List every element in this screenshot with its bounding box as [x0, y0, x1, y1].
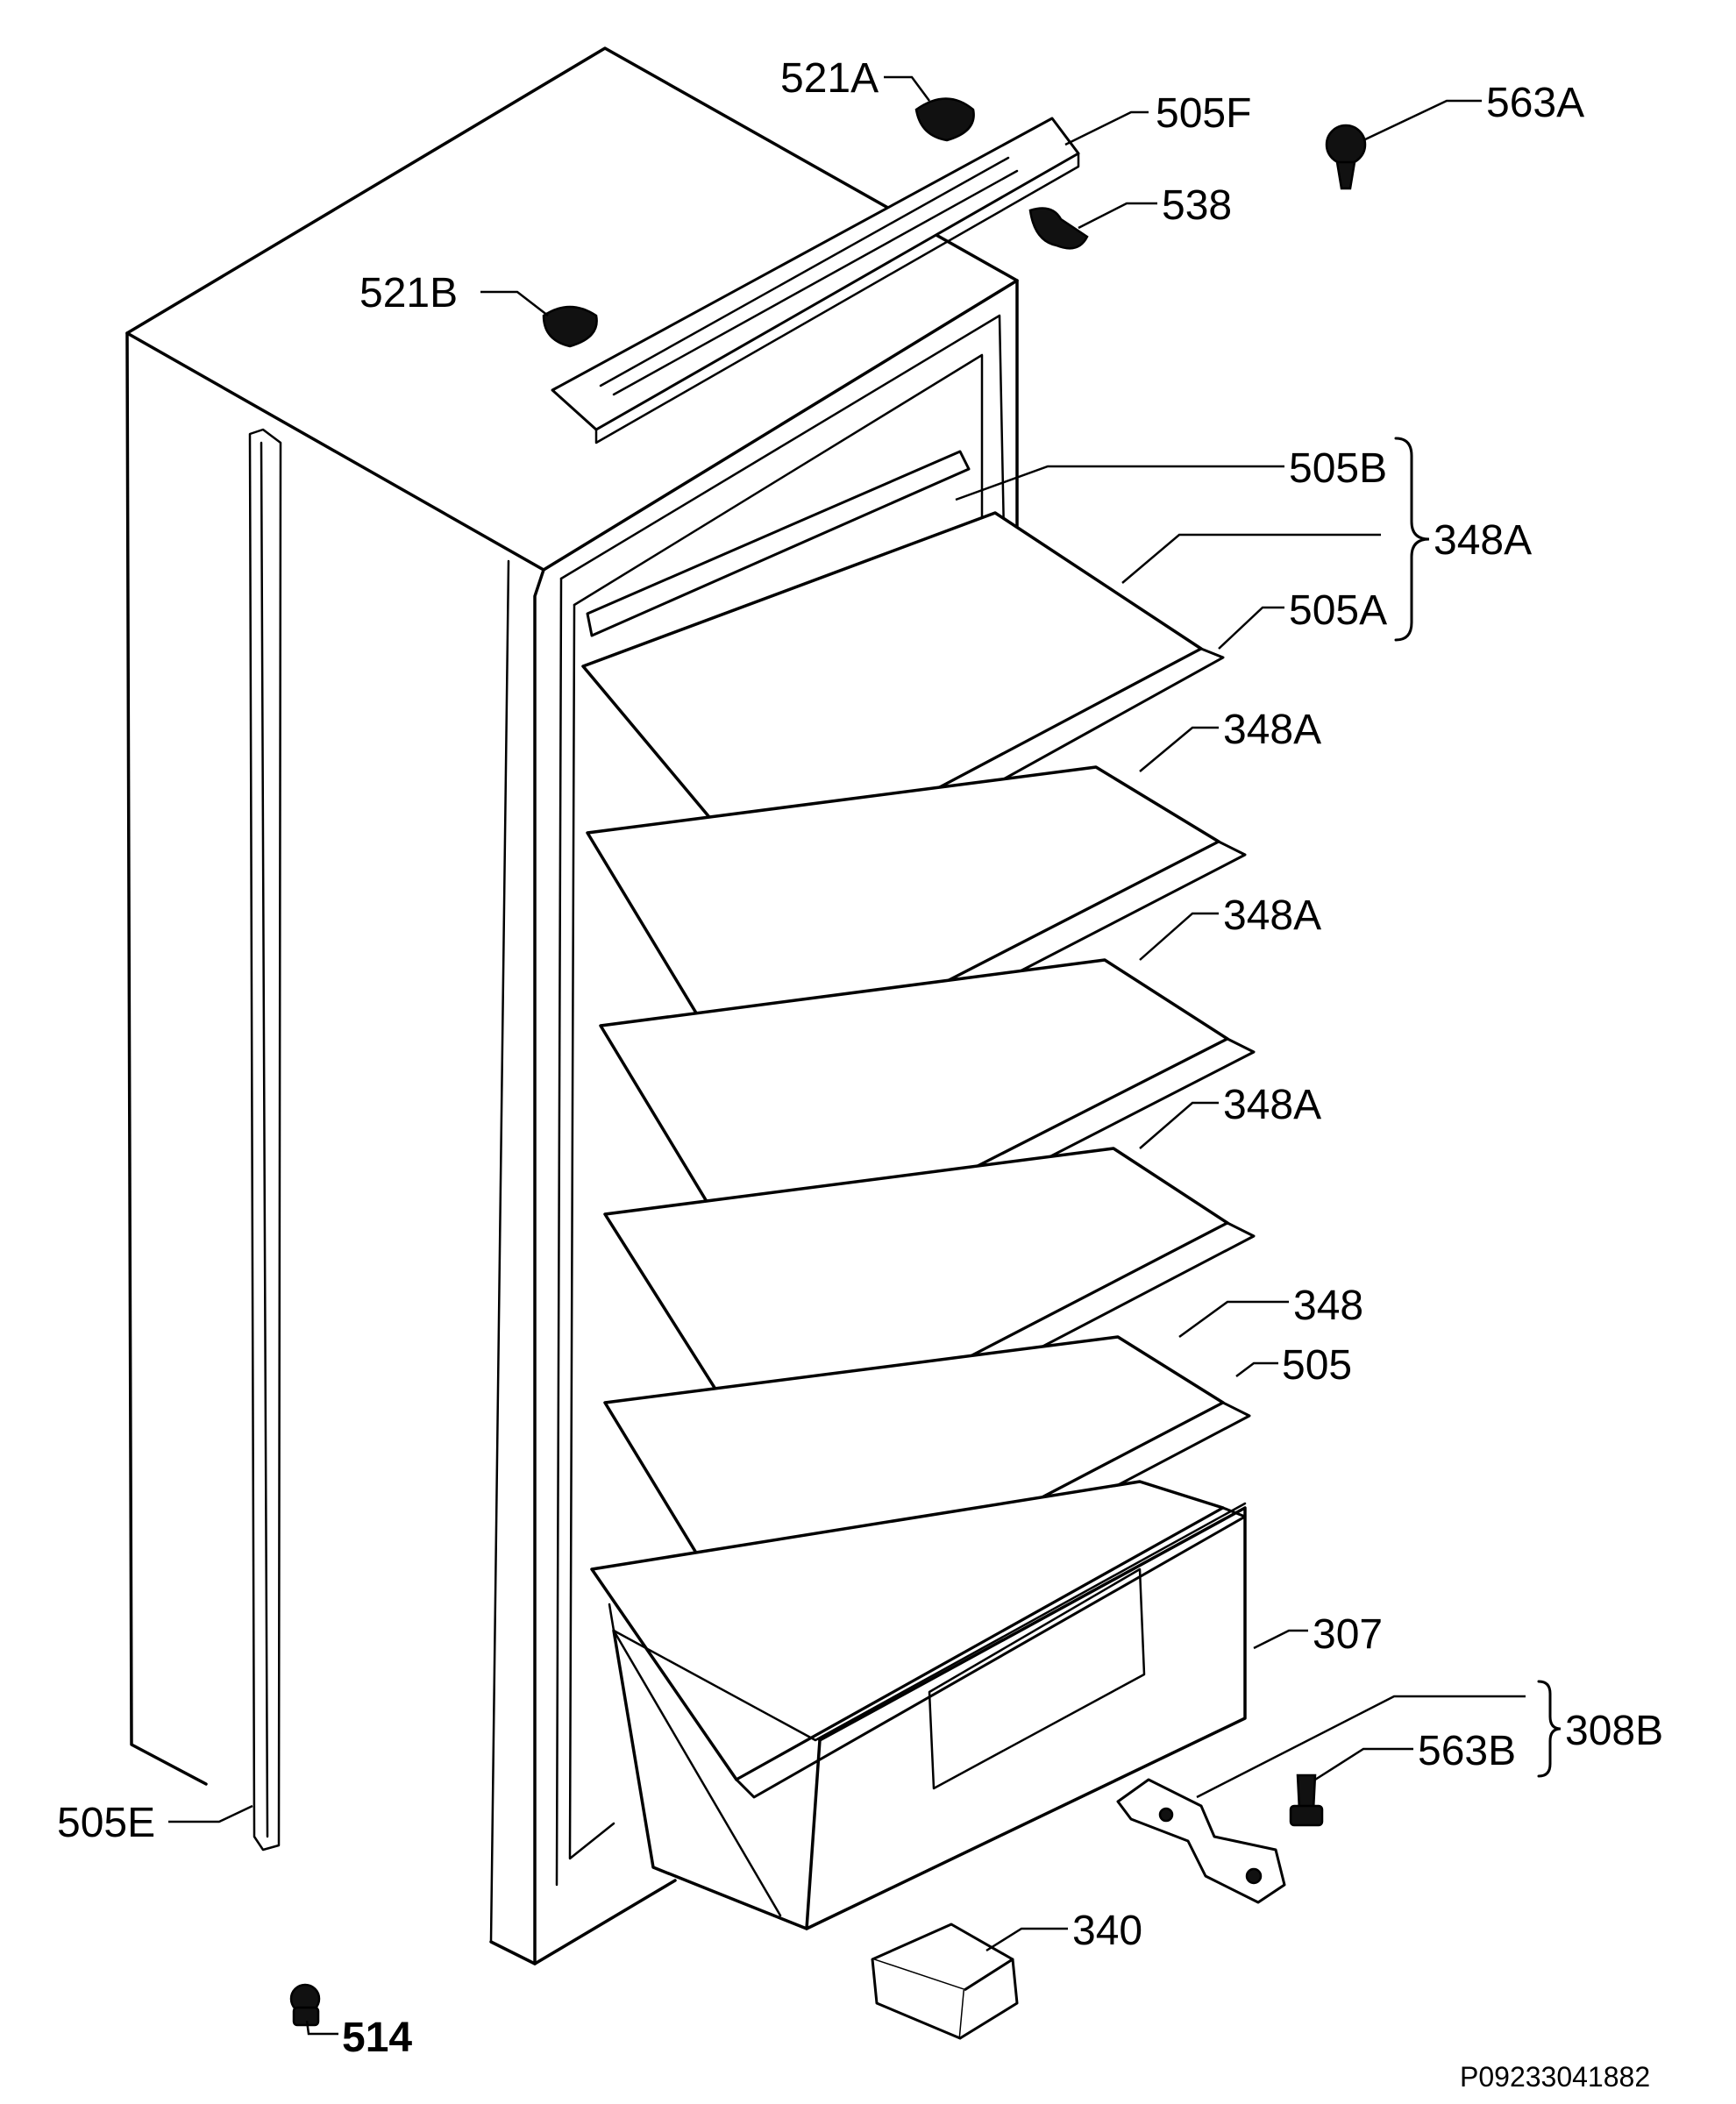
label-348a-3: 348A [1223, 1082, 1321, 1128]
label-505: 505 [1282, 1342, 1352, 1389]
hinge-cover-521b [542, 305, 598, 348]
label-340: 340 [1072, 1908, 1142, 1954]
hinge-pin-538 [1028, 207, 1089, 250]
label-505a: 505A [1289, 587, 1387, 634]
shelf-top [581, 450, 1225, 905]
screw-563b [1289, 1773, 1324, 1827]
hinge-cover-521a [914, 97, 975, 142]
drawing-code: P09233041882 [1460, 2061, 1650, 2093]
label-348a-2: 348A [1223, 892, 1321, 939]
label-505e: 505E [57, 1800, 155, 1846]
bracket-308b [1537, 1680, 1562, 1778]
part-labels: 521A 505F 563A 538 521B 505B 348A 505A 3… [57, 55, 1663, 2061]
label-348: 348 [1293, 1283, 1363, 1329]
bracket-348a [1394, 437, 1430, 642]
label-307: 307 [1313, 1611, 1383, 1658]
label-505f: 505F [1156, 90, 1251, 137]
screw-563a [1325, 124, 1367, 190]
door-seal-strip [248, 428, 282, 1852]
box-340 [871, 1923, 1019, 2040]
label-505b: 505B [1289, 445, 1387, 492]
label-563b: 563B [1418, 1728, 1516, 1774]
leader-lines [168, 75, 1526, 2036]
label-521a: 521A [780, 55, 879, 102]
top-hinge-plate [551, 117, 1080, 444]
foot-514 [289, 1983, 321, 2027]
label-563a: 563A [1486, 80, 1584, 126]
label-514: 514 [342, 2015, 412, 2061]
label-308b: 308B [1565, 1708, 1663, 1754]
label-538: 538 [1162, 182, 1232, 229]
bottom-hinge [1116, 1778, 1286, 1904]
label-348a-group: 348A [1434, 517, 1532, 564]
label-521b: 521B [359, 270, 458, 316]
cabinet-body [125, 46, 1019, 1965]
label-348a-1: 348A [1223, 707, 1321, 753]
drawer [608, 1502, 1247, 1930]
